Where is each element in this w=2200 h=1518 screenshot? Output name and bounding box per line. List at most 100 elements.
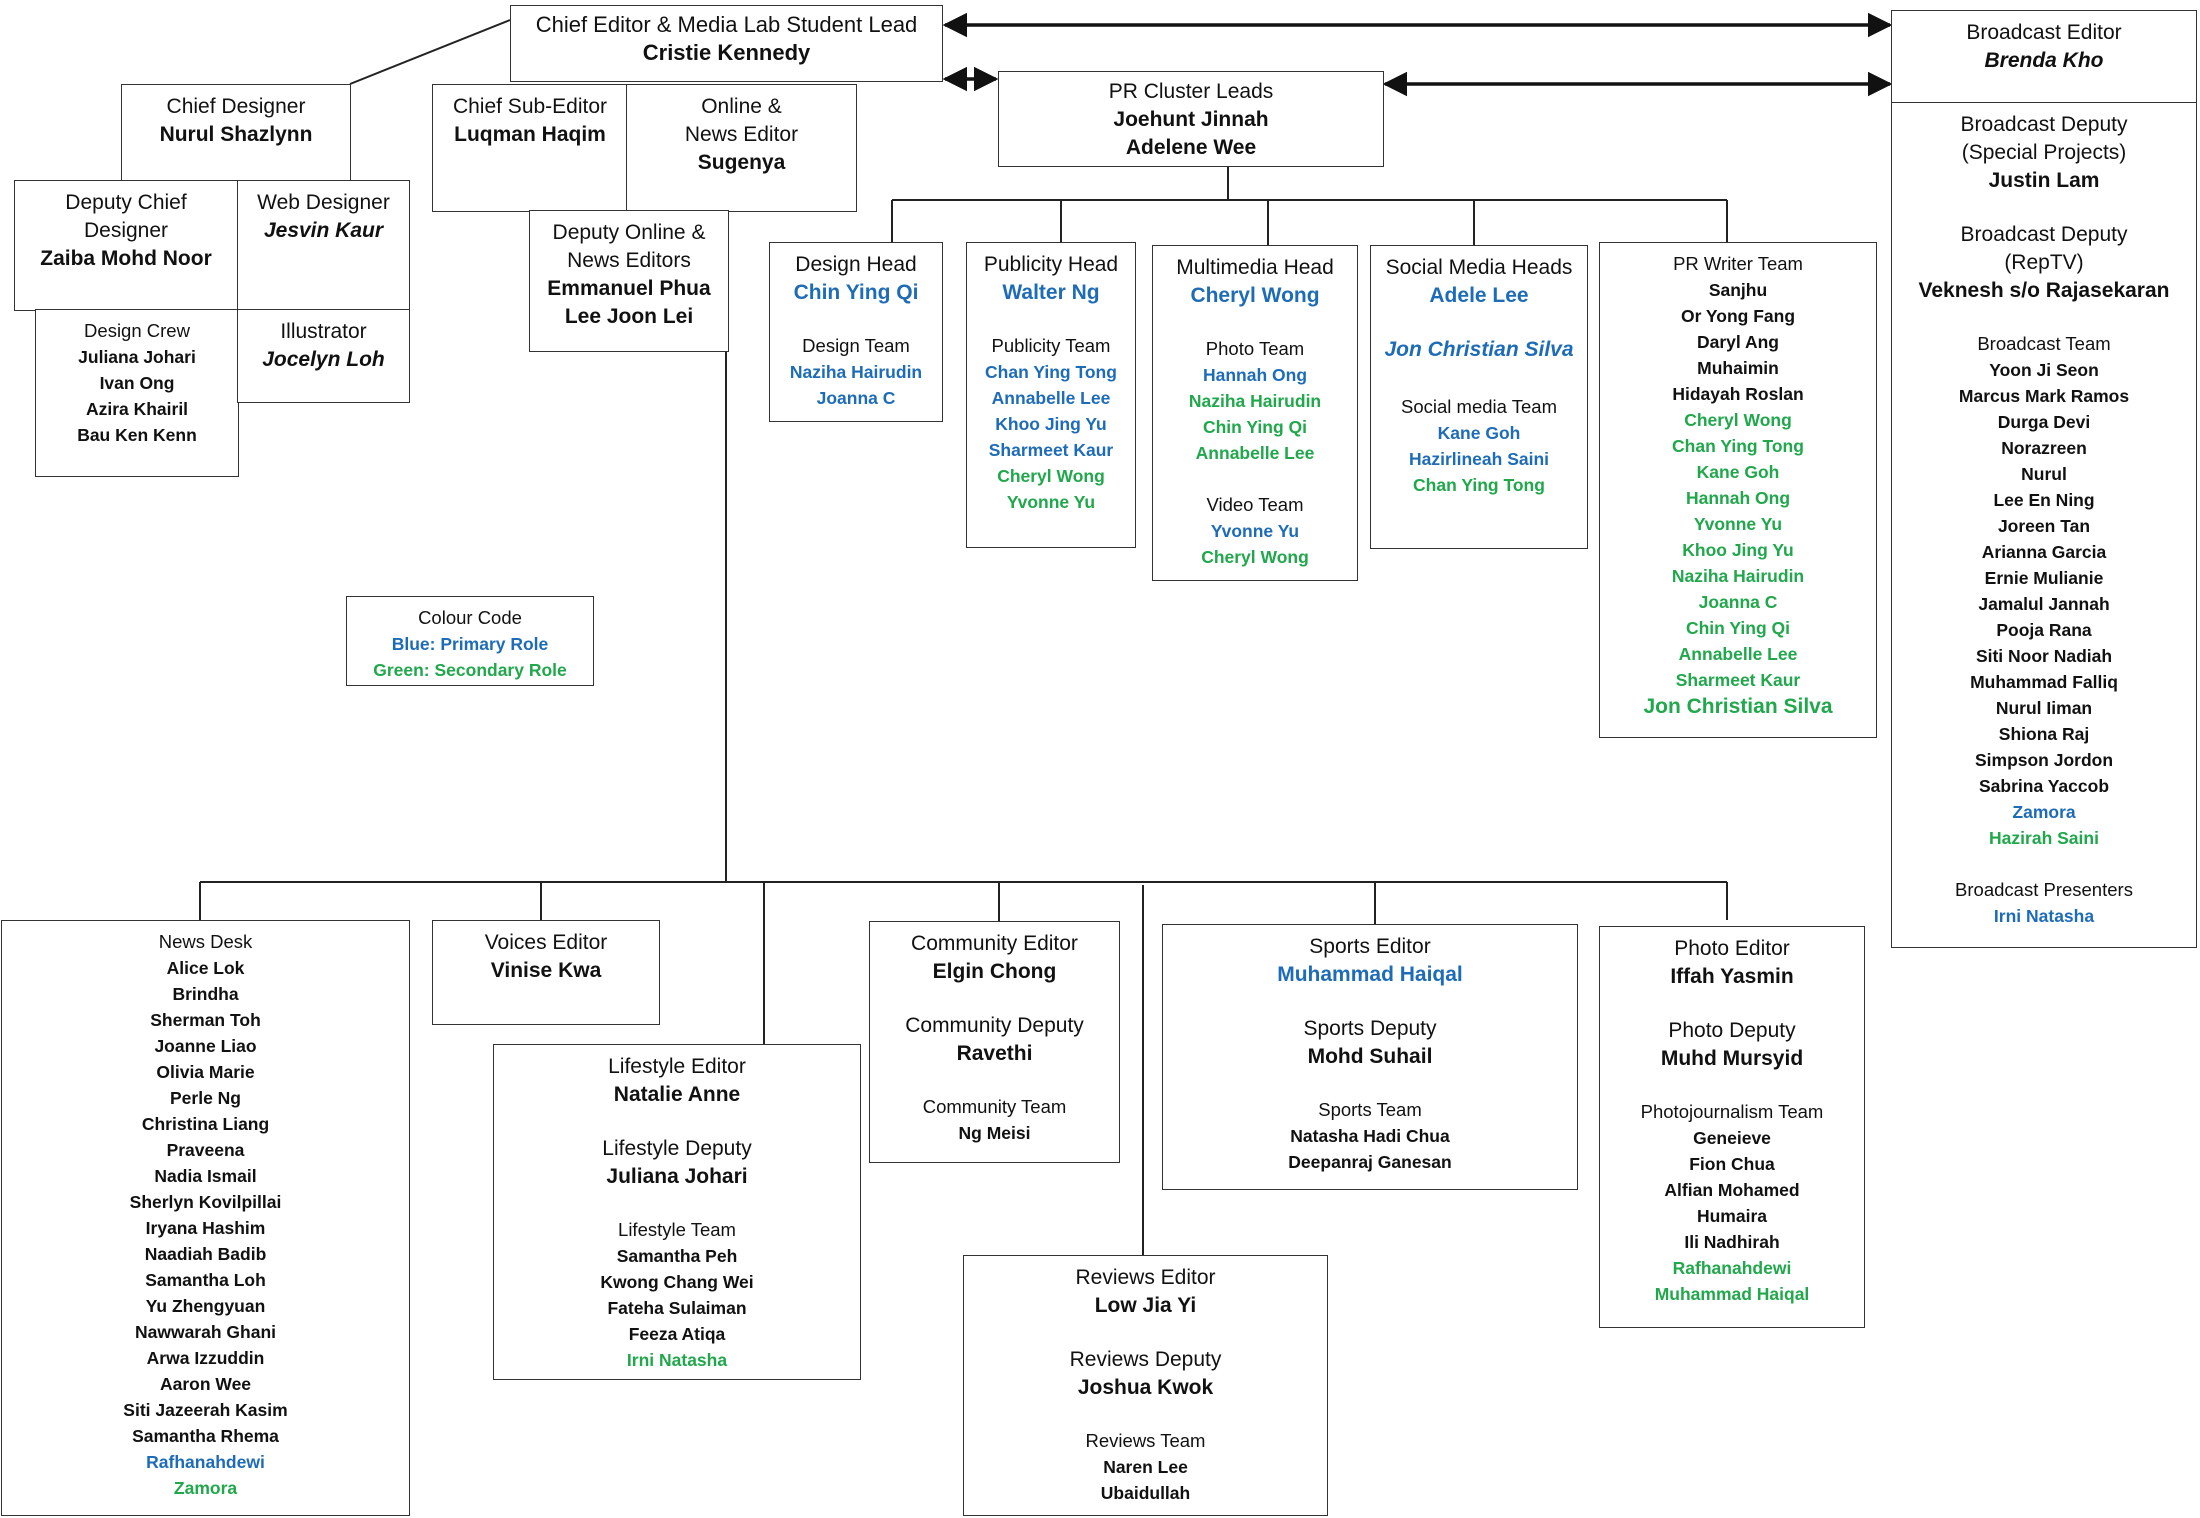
publicity-team-member: Cheryl Wong [997,466,1105,486]
chief-editor-box: Chief Editor & Media Lab Student Lead Cr… [510,5,943,82]
multimedia-head-role: Multimedia Head [1176,256,1334,279]
broadcast-deputy-role: (Special Projects) [1961,141,2127,164]
design-crew-box: Design Crew Juliana Johari Ivan Ong Azir… [35,309,239,477]
photojournalism-team-member: Rafhanahdewi [1672,1258,1792,1278]
online-news-editor-role: Online & [701,95,782,118]
sports-team-member: Natasha Hadi Chua [1290,1126,1450,1146]
photojournalism-team-title: Photojournalism Team [1640,1101,1824,1122]
lifestyle-team-title: Lifestyle Team [618,1219,736,1240]
deputy-online-news-editors-box: Deputy Online & News Editors Emmanuel Ph… [529,210,729,352]
photo-deputy-role: Photo Deputy [1668,1019,1796,1042]
sports-team-member: Deepanraj Ganesan [1288,1152,1452,1172]
broadcast-team-member: Joreen Tan [1997,516,2091,536]
pr-cluster-leads-box: PR Cluster Leads Joehunt Jinnah Adelene … [998,71,1384,167]
community-team-title: Community Team [922,1096,1067,1117]
news-desk-member: Sherman Toh [150,1010,261,1030]
reviews-team-member: Ubaidullah [1100,1483,1191,1503]
video-team-title: Video Team [1206,494,1304,515]
pr-writer-member: Or Yong Fang [1680,306,1796,326]
reviews-deputy-role: Reviews Deputy [1069,1348,1222,1371]
pr-writer-member: Naziha Hairudin [1671,566,1805,586]
design-crew-member: Azira Khairil [85,399,189,419]
photo-editor-name: Iffah Yasmin [1670,965,1794,988]
broadcast-deputies-box: Broadcast Deputy (Special Projects) Just… [1891,102,2197,948]
lifestyle-team-member: Fateha Sulaiman [607,1298,747,1318]
news-desk-member: Olivia Marie [156,1062,255,1082]
deputy-chief-designer-box: Deputy Chief Designer Zaiba Mohd Noor [14,180,238,311]
chief-editor-name: Cristie Kennedy [642,40,811,65]
sports-editor-name: Muhammad Haiqal [1277,963,1463,986]
photo-team-member: Annabelle Lee [1195,443,1315,463]
chief-editor-role: Chief Editor & Media Lab Student Lead [535,12,918,37]
broadcast-editor-role: Broadcast Editor [1966,21,2122,44]
broadcast-team-member: Lee En Ning [1993,490,2095,510]
news-desk-box: News Desk Alice Lok Brindha Sherman Toh … [1,920,410,1516]
news-desk-member: Nawwarah Ghani [134,1322,276,1342]
broadcast-deputy-role: Broadcast Deputy [1960,113,2128,136]
lifestyle-editor-box: Lifestyle Editor Natalie Anne Lifestyle … [493,1044,861,1380]
news-desk-member: Nadia Ismail [154,1166,257,1186]
deputy-online-news-role: Deputy Online & [552,221,706,244]
multimedia-head-name: Cheryl Wong [1190,284,1320,307]
design-crew-member: Bau Ken Kenn [77,425,197,445]
video-team-member: Yvonne Yu [1210,521,1300,541]
publicity-team-member: Sharmeet Kaur [988,440,1114,460]
publicity-team-member: Yvonne Yu [1006,492,1096,512]
broadcast-team-title: Broadcast Team [1977,333,2111,354]
social-media-head-name: Jon Christian Silva [1384,338,1574,361]
voices-editor-box: Voices Editor Vinise Kwa [432,920,660,1025]
photo-team-member: Hannah Ong [1202,365,1308,385]
news-desk-member: Naadiah Badib [144,1244,267,1264]
deputy-chief-designer-role: Deputy Chief [65,191,187,214]
pr-writer-member: Kane Goh [1696,462,1780,482]
multimedia-head-box: Multimedia Head Cheryl Wong Photo Team H… [1152,245,1358,581]
broadcast-team-member: Marcus Mark Ramos [1958,386,2130,406]
design-head-box: Design Head Chin Ying Qi Design Team Naz… [769,242,943,422]
broadcast-deputy-name: Justin Lam [1988,169,2100,192]
broadcast-team-member: Yoon Ji Seon [1989,360,2099,380]
photojournalism-team-member: Ili Nadhirah [1684,1232,1780,1252]
broadcast-team-member: Durga Devi [1997,412,2091,432]
news-desk-member: Aaron Wee [159,1374,252,1394]
illustrator-box: Illustrator Jocelyn Loh [237,309,410,403]
web-designer-name: Jesvin Kaur [263,219,384,242]
chief-sub-editor-name: Luqman Haqim [454,123,606,146]
design-crew-title: Design Crew [84,320,190,341]
news-desk-member: Joanne Liao [154,1036,257,1056]
pr-writer-member: Jon Christian Silva [1643,695,1833,718]
broadcast-team-member: Pooja Rana [1996,620,2092,640]
social-media-team-member: Hazirlineah Saini [1408,449,1550,469]
publicity-team-title: Publicity Team [991,335,1111,356]
online-news-editor-role: News Editor [684,123,799,146]
pr-cluster-role: PR Cluster Leads [1108,80,1274,103]
lifestyle-editor-name: Natalie Anne [613,1083,741,1106]
community-editor-role: Community Editor [911,932,1078,955]
photo-team-member: Chin Ying Qi [1202,417,1308,437]
publicity-team-member: Khoo Jing Yu [995,414,1107,434]
lifestyle-deputy-role: Lifestyle Deputy [602,1137,752,1160]
broadcast-team-member: Jamalul Jannah [1978,594,2110,614]
broadcast-team-member: Shiona Raj [1998,724,2090,744]
pr-writer-member: Hannah Ong [1685,488,1791,508]
news-desk-member: Samantha Rhema [132,1426,279,1446]
broadcast-editor-name: Brenda Kho [1984,49,2104,72]
pr-writer-team-box: PR Writer Team Sanjhu Or Yong Fang Daryl… [1599,242,1877,738]
lifestyle-team-member: Irni Natasha [626,1350,728,1370]
news-desk-member: Siti Jazeerah Kasim [123,1400,288,1420]
news-desk-member: Praveena [166,1140,245,1160]
broadcast-team-member: Nurul [2021,464,2067,484]
web-designer-box: Web Designer Jesvin Kaur [237,180,410,311]
colour-code-blue: Blue: Primary Role [391,634,549,654]
pr-writer-member: Daryl Ang [1696,332,1779,352]
broadcast-team-member: Ernie Mulianie [1984,568,2104,588]
design-crew-member: Ivan Ong [99,373,175,393]
pr-writer-member: Annabelle Lee [1678,644,1798,664]
pr-writer-member: Khoo Jing Yu [1682,540,1794,560]
lifestyle-deputy-name: Juliana Johari [606,1165,748,1188]
reviews-editor-box: Reviews Editor Low Jia Yi Reviews Deputy… [963,1255,1328,1516]
pr-writer-member: Chan Ying Tong [1672,436,1804,456]
sports-editor-role: Sports Editor [1309,935,1431,958]
broadcast-deputy-role: (RepTV) [2004,251,2084,274]
chief-sub-editor-role: Chief Sub-Editor [452,95,608,118]
